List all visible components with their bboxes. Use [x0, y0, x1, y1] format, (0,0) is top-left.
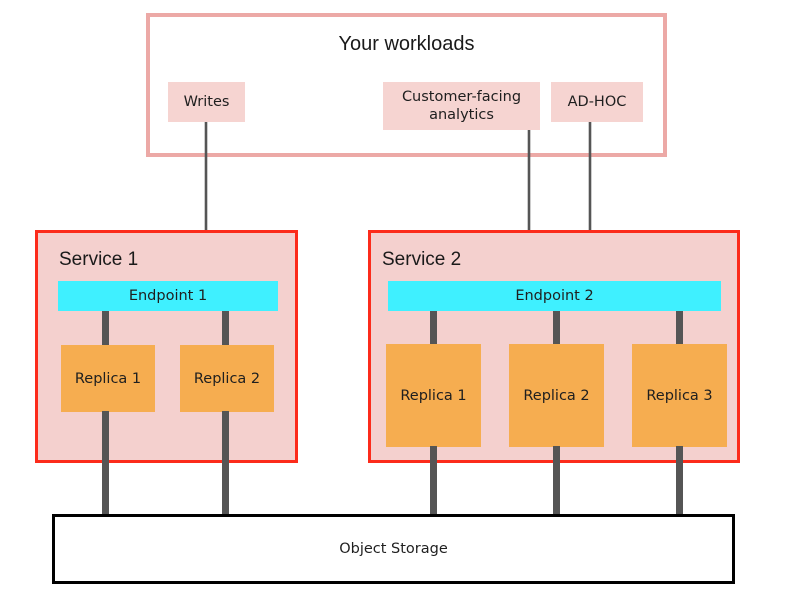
endpoint-1[interactable]: Endpoint 1	[58, 281, 278, 311]
link-s1-replica1-storage	[102, 411, 109, 516]
workload-chip-writes[interactable]: Writes	[168, 82, 245, 122]
workload-chip-ad-hoc[interactable]: AD-HOC	[551, 82, 643, 122]
workload-chip-customer-facing-analytics[interactable]: Customer-facing analytics	[383, 82, 540, 130]
link-s2-replica2-storage	[553, 446, 560, 516]
workload-chip-customer-facing-analytics-label: Customer-facing analytics	[401, 89, 522, 123]
link-endpoint2-replica2	[553, 311, 560, 345]
endpoint-2[interactable]: Endpoint 2	[388, 281, 721, 311]
service-1-replica-2[interactable]: Replica 2	[180, 345, 274, 412]
link-endpoint2-replica1	[430, 311, 437, 345]
object-storage-box[interactable]: Object Storage	[52, 514, 735, 584]
link-endpoint1-replica2	[222, 311, 229, 346]
link-endpoint1-replica1	[102, 311, 109, 346]
link-s2-replica3-storage	[676, 446, 683, 516]
link-s2-replica1-storage	[430, 446, 437, 516]
service-1-replica-1[interactable]: Replica 1	[61, 345, 155, 412]
service-2-replica-1[interactable]: Replica 1	[386, 344, 481, 447]
workloads-title: Your workloads	[338, 33, 475, 55]
service-2-title: Service 2	[382, 249, 462, 270]
link-endpoint2-replica3	[676, 311, 683, 345]
link-s1-replica2-storage	[222, 411, 229, 516]
service-2-replica-3[interactable]: Replica 3	[632, 344, 727, 447]
service-2-replica-2[interactable]: Replica 2	[509, 344, 604, 447]
object-storage-label: Object Storage	[339, 541, 448, 557]
service-1-title: Service 1	[59, 249, 139, 270]
